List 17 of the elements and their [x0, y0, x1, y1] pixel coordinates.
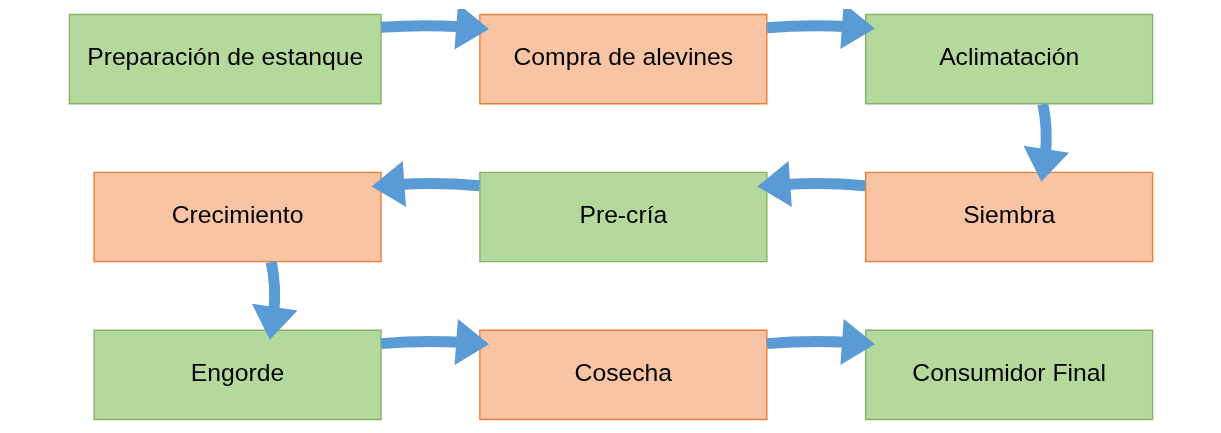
- node-box: Engorde: [92, 329, 382, 420]
- node-box: Consumidor Final: [864, 329, 1153, 420]
- arrow: [371, 160, 480, 207]
- arrow: [1023, 102, 1069, 182]
- arrow: [251, 260, 297, 340]
- arrow: [765, 8, 875, 49]
- node-box: Aclimatación: [864, 13, 1153, 104]
- arrow: [380, 318, 489, 365]
- arrow: [380, 8, 489, 49]
- arrow: [765, 318, 875, 365]
- node-box: Crecimiento: [92, 171, 382, 262]
- node-box: Compra de alevines: [478, 13, 767, 104]
- arrow: [756, 160, 866, 207]
- node-box: Preparación de estanque: [68, 13, 382, 104]
- node-box: Pre-cría: [478, 171, 767, 262]
- node-box: Siembra: [864, 171, 1153, 262]
- node-box: Cosecha: [478, 329, 767, 420]
